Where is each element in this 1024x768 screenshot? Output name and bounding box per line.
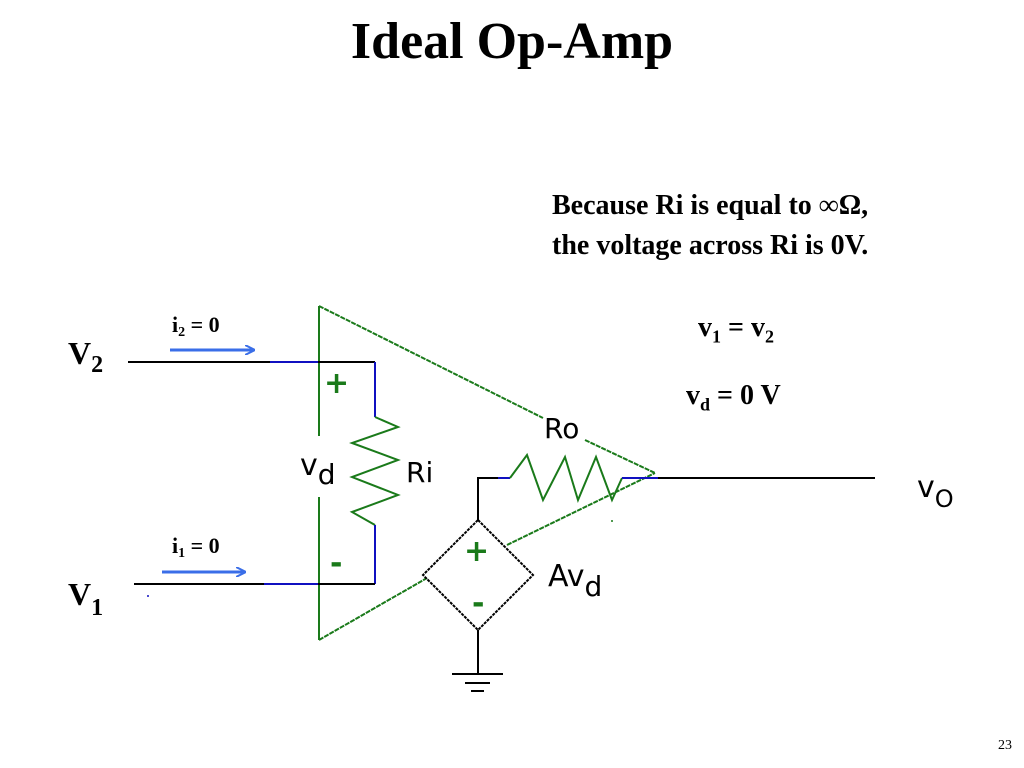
v2-input-label: V2 bbox=[68, 335, 103, 378]
i2-current-label: i2 = 0 bbox=[172, 312, 220, 340]
ro-label: Ro bbox=[544, 412, 579, 445]
output-label: vO bbox=[917, 470, 954, 513]
opamp-bottom-edge-right bbox=[506, 472, 656, 546]
equation-v1-equals-v2: v1 = v2 bbox=[698, 312, 774, 347]
i1-current-label: i1 = 0 bbox=[172, 533, 220, 561]
ro-left-wire bbox=[477, 477, 498, 520]
dependent-source-label: Avd bbox=[548, 559, 602, 603]
opamp-bottom-edge bbox=[318, 577, 428, 641]
page-number: 23 bbox=[998, 738, 1012, 753]
source-minus-sign: - bbox=[472, 586, 484, 621]
equation-vd-zero: vd = 0 V bbox=[686, 380, 781, 415]
opamp-top-edge-right bbox=[584, 439, 656, 474]
explanation-line-1: Because Ri is equal to ∞Ω, bbox=[552, 190, 869, 221]
ri-label: Ri bbox=[406, 456, 433, 489]
inverting-minus-sign: - bbox=[330, 546, 342, 581]
slide-title: Ideal Op-Amp bbox=[350, 13, 674, 70]
ri-resistor bbox=[349, 416, 401, 526]
stray-dot bbox=[147, 595, 149, 597]
explanation-line-2: the voltage across Ri is 0V. bbox=[552, 230, 869, 261]
noninverting-plus-sign: + bbox=[324, 366, 349, 401]
opamp-top-edge bbox=[318, 305, 544, 419]
explanation-text: Because Ri is equal to ∞Ω, the voltage a… bbox=[552, 186, 868, 266]
source-plus-sign: + bbox=[464, 534, 489, 569]
ro-resistor bbox=[509, 452, 623, 503]
v1-input-label: V1 bbox=[68, 576, 103, 621]
stray-dot bbox=[611, 520, 613, 522]
ground-icon bbox=[452, 673, 503, 692]
vd-label: vd bbox=[300, 448, 336, 491]
